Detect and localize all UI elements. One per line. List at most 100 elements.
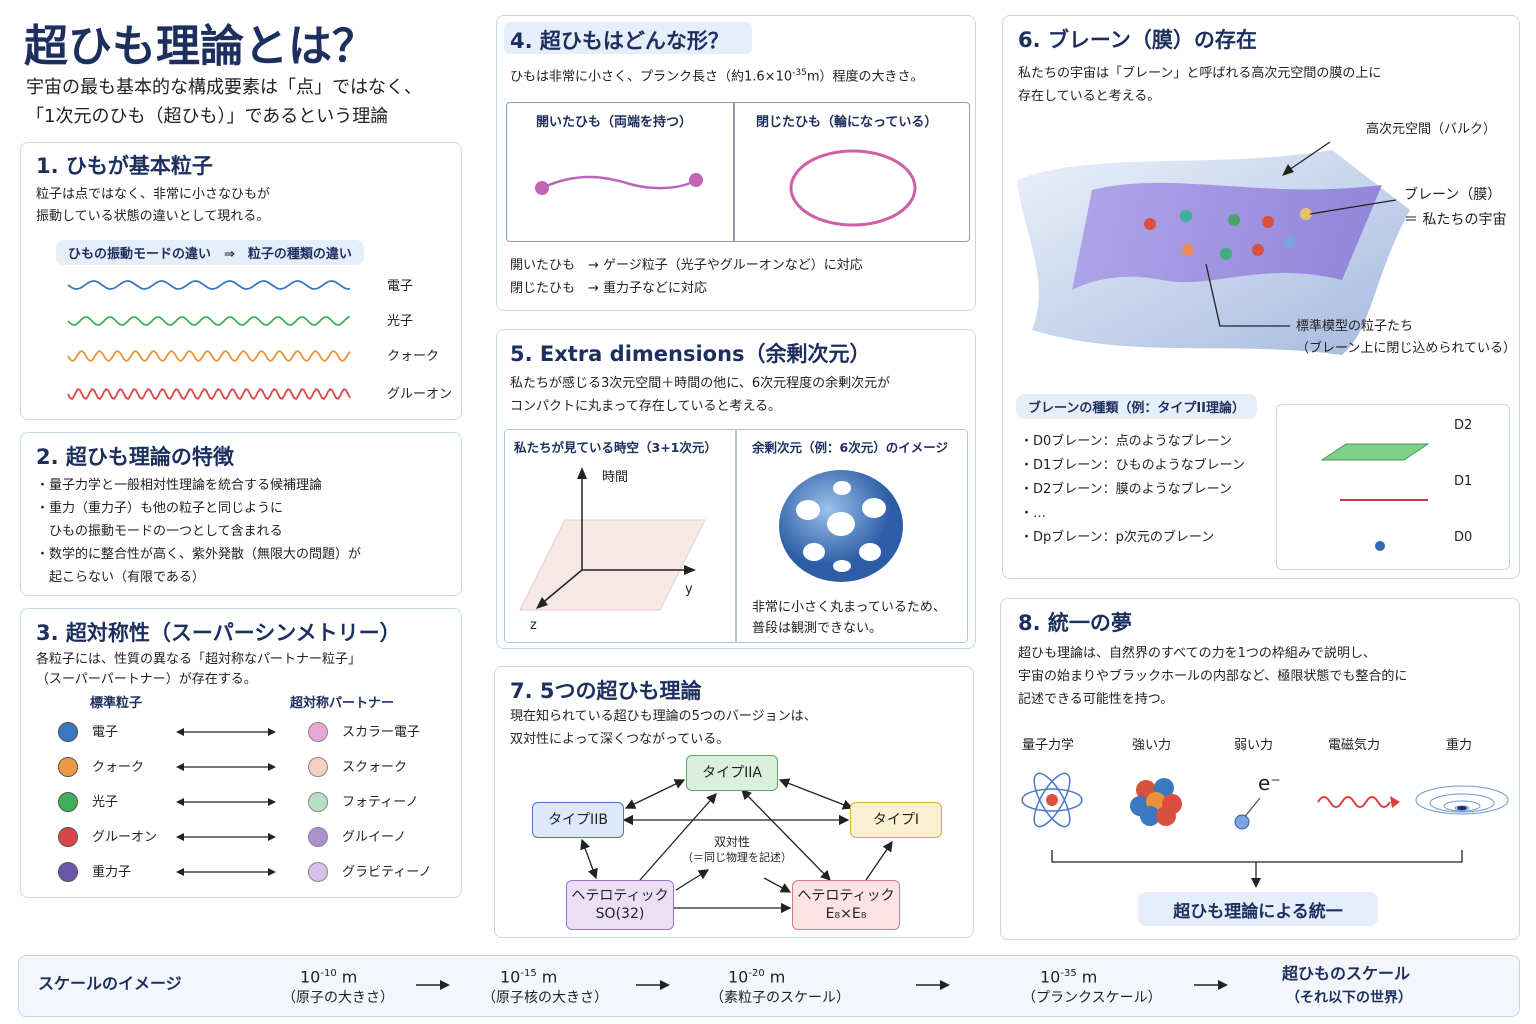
duality-label: 双対性 [714,835,751,849]
scale-caption: （素粒子のスケール） [710,990,850,1006]
d2-label: D2 [1454,418,1473,433]
brane-label-2: ＝ 私たちの宇宙 [1404,212,1507,228]
heterotic-e8-label-2: E₈×E₈ [825,906,867,922]
nucleus-icon [1130,778,1182,826]
feature-line: 起こらない（有限である） [36,570,205,585]
section-8-title: 8. 統一の夢 [1018,611,1132,635]
force-label-gravity: 重力 [1446,738,1473,753]
mode-label-gluon: グルーオン [387,387,453,402]
section-8-line-1: 超ひも理論は、自然界のすべての力を1つの枠組みで説明し、 [1018,646,1376,661]
section-5-line-1: 私たちが感じる3次元空間＋時間の他に、6次元程度の余剰次元が [510,376,891,391]
scale-arrow [636,980,670,990]
closed-string-label: 閉じたひも（輪になっている） [756,115,938,130]
section-5-title: 5. Extra dimensions（余剰次元） [510,342,871,366]
z-axis-label: z [530,618,537,633]
section-7-line-1: 現在知られている超ひも理論の5つのバージョンは、 [510,709,817,724]
em-wave-icon [1317,796,1400,808]
scale-arrow [1194,980,1228,990]
brane-type-item: ・D0ブレーン：点のようなブレーン [1020,434,1232,449]
heterotic-so32-label-2: SO(32) [595,906,645,922]
section-8-line-2: 宇宙の始まりやブラックホールの内部など、極限状態でも整合的に [1018,669,1408,684]
force-label-weak: 弱い力 [1234,738,1274,753]
scale-value: 10-10 m [300,967,358,987]
string-size-desc: ひもは非常に小さく、プランク長さ（約1.6×10-35m）程度の大きさ。 [510,68,924,85]
section-4-title: 4. 超ひもはどんな形？ [510,29,729,53]
type-iia-label: タイプIIA [702,765,762,781]
scale-caption: （原子の大きさ） [282,990,394,1006]
extra-dims-label: 余剰次元（例：6次元）のイメージ [752,440,948,455]
heterotic-so32-label-1: ヘテロティック [571,888,669,904]
brane-type-item: ・D2ブレーン：膜のようなブレーン [1020,482,1232,497]
electron-symbol: e⁻ [1258,771,1281,795]
scale-label: スケールのイメージ [38,974,182,993]
brane-label-1: ブレーン（膜） [1404,187,1502,203]
partner-dot [308,792,328,812]
section-3-panel [20,608,462,898]
vibration-waves [67,280,351,401]
mode-label-photon: 光子 [387,314,414,329]
dimensions-divider [735,430,737,642]
partner-dot [308,827,328,847]
particle-label: グルーオン [92,830,158,845]
header-line-2: 「1次元のひも（超ひも）」であるという理論 [26,106,389,127]
type-i-node: タイプI [850,802,942,838]
partner-label: グルイーノ [342,830,407,845]
sm-particles-label: 標準模型の粒子たち [1296,319,1414,334]
open-string-note: 開いたひも → ゲージ粒子（光子やグルーオンなど）に対応 [510,258,863,273]
particle-dot [58,827,78,847]
time-axis-label: 時間 [602,470,629,485]
feature-line: ひもの振動モードの一つとして含まれる [36,524,283,539]
partner-label: スカラー電子 [342,725,421,740]
partner-dot [308,722,328,742]
brane-type-item: ・… [1020,506,1047,521]
scale-caption: （プランクスケール） [1022,990,1162,1006]
string-shapes-panel [506,102,970,242]
section-6-line-2: 存在していると考える。 [1018,89,1161,104]
particle-label: 光子 [92,795,119,810]
gravity-well-icon [1415,785,1509,815]
heterotic-so32-node: ヘテロティック SO(32) [566,880,674,930]
d0-label: D0 [1454,530,1473,545]
particle-label: 重力子 [92,865,132,880]
spacetime-label: 私たちが見ている時空（3+1次元） [514,440,717,455]
open-string-label: 開いたひも（両端を持つ） [536,115,693,130]
d1-label: D1 [1454,474,1473,489]
scale-caption: （原子核の大きさ） [482,990,608,1006]
sm-particles-sublabel: （ブレーン上に閉じ込められている） [1296,341,1516,356]
y-axis-label: y [685,582,693,597]
unify-badge: 超ひも理論による統一 [1138,892,1378,926]
scale-arrow [416,980,450,990]
type-i-label: タイプI [872,812,920,828]
open-string-icon [535,173,703,195]
brane-type-item: ・D1ブレーン：ひものようなブレーン [1020,458,1245,473]
section-7-title: 7. 5つの超ひも理論 [510,679,702,703]
section-3-line-1: 各粒子には、性質の異なる「超対称なパートナー粒子」 [36,652,362,667]
pair-arrow [176,763,276,771]
section-3-title: 3. 超対称性（スーパーシンメトリー） [36,621,401,645]
particle-label: クォーク [92,760,145,775]
particle-label: 電子 [92,725,119,740]
feature-line: ・量子力学と一般相対性理論を統合する候補理論 [36,478,323,493]
electron-icon [1234,797,1261,830]
mode-label-quark: クォーク [387,349,440,364]
scale-value: 10-20 m [728,967,786,987]
vibration-wave [67,280,351,290]
section-1-title: 1. ひもが基本粒子 [36,154,213,178]
pair-arrow [176,728,276,736]
extra-dims-caption-2: 普段は観測できない。 [752,621,883,636]
type-iib-node: タイプIIB [532,802,624,838]
section-3-line-2: （スーパーパートナー）が存在する。 [36,672,257,687]
type-iib-label: タイプIIB [548,812,608,828]
bulk-label: 高次元空間（バルク） [1366,122,1497,137]
brane-types-pill: ブレーンの種類（例：タイプII理論） [1016,394,1258,419]
brane-type-item: ・Dpブレーン：p次元のブレーン [1020,530,1215,545]
section-2-title: 2. 超ひも理論の特徴 [36,445,234,469]
particle-dot [58,757,78,777]
scale-value: 10-35 m [1040,967,1098,987]
section-5-line-2: コンパクトに丸まって存在していると考える。 [510,399,782,414]
closed-string-icon [789,149,917,227]
atom-icon [1021,772,1083,828]
